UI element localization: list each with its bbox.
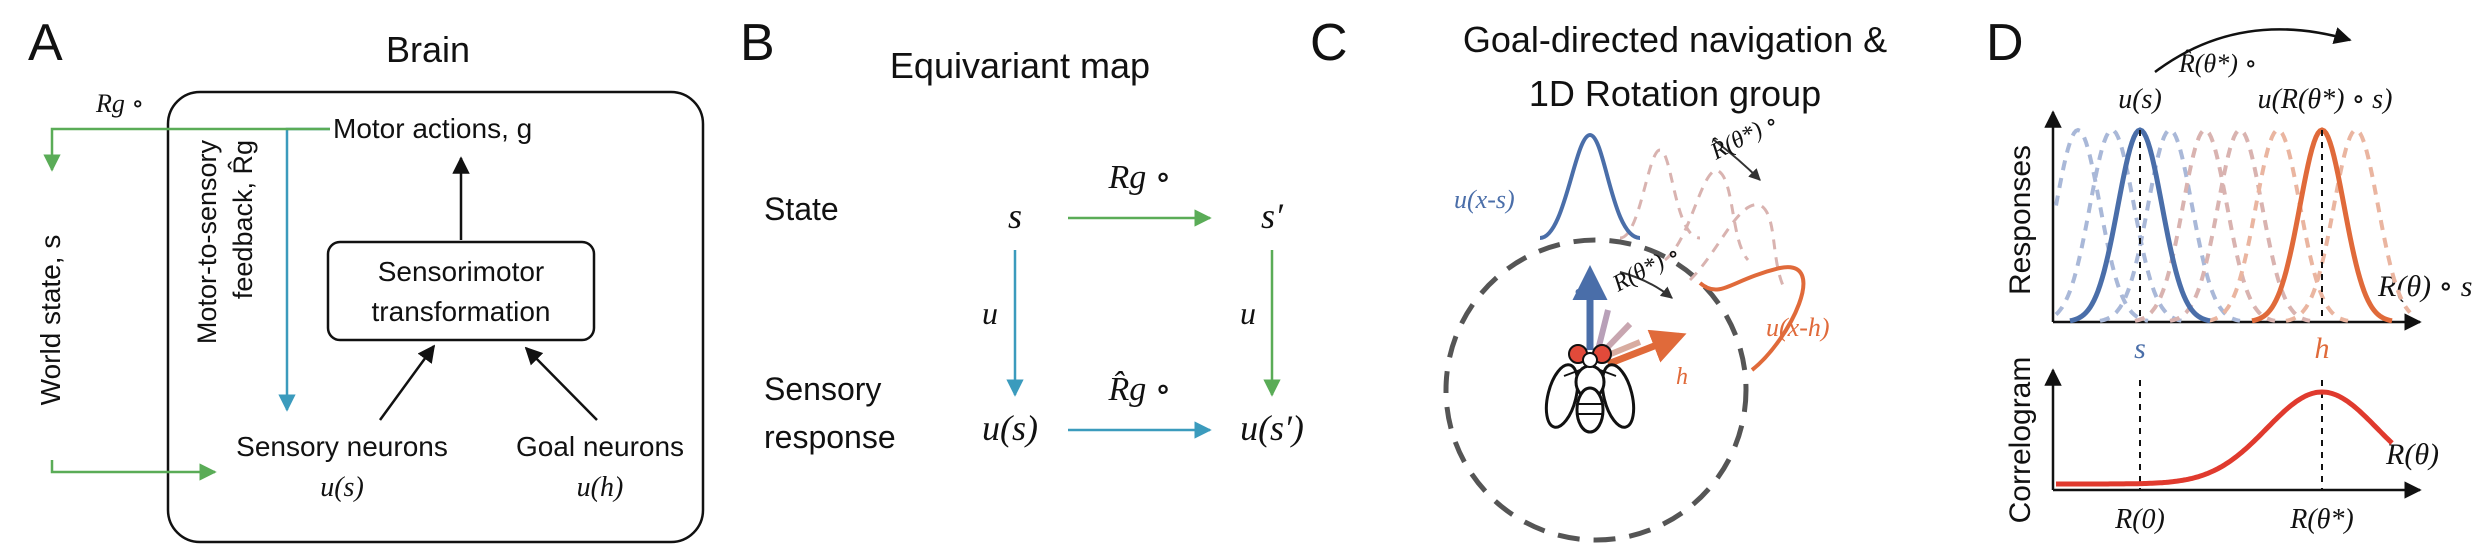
d-x-label-bottom: R(θ) bbox=[2385, 438, 2439, 471]
sensorimotor-box bbox=[326, 240, 596, 342]
orange-tuning-curve bbox=[1698, 265, 1806, 372]
state-label: State bbox=[764, 191, 839, 227]
faded-tuning-curve-3 bbox=[1688, 203, 1787, 291]
world-loop-top-arrow bbox=[43, 127, 330, 172]
panel-a-letter: A bbox=[28, 14, 63, 72]
node-us-prime: u(s′) bbox=[1240, 408, 1304, 448]
d-responses-ylabel: Responses bbox=[2004, 145, 2037, 295]
sensory-neurons-us: u(s) bbox=[320, 472, 364, 503]
node-us: u(s) bbox=[982, 408, 1038, 448]
r-rotation-arrow bbox=[1619, 271, 1673, 299]
r-hat-theta-label: R̂(θ*) ∘ bbox=[1705, 108, 1782, 166]
goal-neurons-uh: u(h) bbox=[577, 472, 624, 503]
panel-c-title-line2: 1D Rotation group bbox=[1529, 73, 1821, 114]
panel-b: B Equivariant map State Sensory response… bbox=[740, 14, 1304, 455]
d-top-rotation-arrow bbox=[2154, 27, 2352, 73]
rg-label: Rg ∘ bbox=[95, 89, 144, 118]
node-s: s bbox=[1008, 196, 1022, 236]
motor-actions-label: Motor actions, g bbox=[333, 113, 532, 144]
sensory-label-line2: response bbox=[764, 419, 896, 455]
panel-c-title-line1: Goal-directed navigation & bbox=[1463, 19, 1887, 60]
d-r0-tick: R(0) bbox=[2114, 504, 2165, 535]
d-s-tick: s bbox=[2134, 332, 2146, 365]
faded-tuning-curve-2 bbox=[1664, 168, 1750, 262]
faded-response-curve-1 bbox=[2054, 127, 2149, 323]
faded-tuning-curve-1 bbox=[1619, 148, 1701, 240]
d-us-label: u(s) bbox=[2118, 84, 2162, 115]
faded-response-curve-2 bbox=[2054, 127, 2183, 323]
response-curves bbox=[2054, 127, 2412, 324]
panel-b-letter: B bbox=[740, 14, 775, 72]
brain-title: Brain bbox=[386, 29, 470, 70]
node-s-prime: s′ bbox=[1261, 196, 1284, 236]
sensory-to-sensorimotor-arrow bbox=[378, 344, 436, 421]
s-label: s bbox=[1574, 280, 1583, 306]
sensorimotor-label-line2: transformation bbox=[372, 296, 551, 327]
b-rg-top: Rg ∘ bbox=[1108, 159, 1172, 196]
faded-heading-1 bbox=[1595, 309, 1611, 351]
b-rg-hat-bottom: R̂g ∘ bbox=[1108, 370, 1172, 408]
u-x-h-label: u(x-h) bbox=[1766, 313, 1830, 342]
panel-d-letter: D bbox=[1986, 14, 2024, 72]
r-hat-rotation-arrow bbox=[1713, 139, 1761, 181]
panel-d: D R̂(θ*) ∘ u(s) u(R(θ*) ∘ s) Responses R… bbox=[1986, 14, 2472, 535]
h-label: h bbox=[1676, 364, 1688, 390]
arena-circle bbox=[1443, 237, 1749, 543]
panel-a: A Brain Motor actions, g Sensorimotor tr… bbox=[28, 14, 705, 544]
goal-neurons-label: Goal neurons bbox=[516, 431, 684, 462]
brain-box bbox=[166, 90, 705, 544]
fly-icon bbox=[1544, 344, 1636, 434]
feedback-label-line1: Motor-to-sensory bbox=[192, 140, 222, 345]
b-u-right: u bbox=[1240, 295, 1256, 331]
sensory-label-line1: Sensory bbox=[764, 371, 881, 407]
blue-tuning-curve bbox=[1539, 132, 1641, 240]
feedback-label-line2: feedback, R̂g bbox=[228, 140, 258, 299]
correlogram-curve bbox=[2056, 389, 2394, 487]
world-state-label: World state, s bbox=[35, 235, 66, 406]
d-r-theta-star-tick: R(θ*) bbox=[2289, 504, 2354, 535]
u-x-s-label: u(x-s) bbox=[1454, 185, 1515, 214]
panel-c-letter: C bbox=[1310, 14, 1348, 72]
goal-to-sensorimotor-arrow bbox=[524, 346, 598, 421]
b-u-left: u bbox=[982, 295, 998, 331]
heading-h-arrow bbox=[1606, 329, 1687, 368]
panel-b-title: Equivariant map bbox=[890, 45, 1150, 86]
sensory-neurons-label: Sensory neurons bbox=[236, 431, 448, 462]
d-u-r-theta-s-label: u(R(θ*) ∘ s) bbox=[2258, 84, 2393, 115]
sensorimotor-label-line1: Sensorimotor bbox=[378, 256, 545, 287]
world-loop-bottom-arrow bbox=[50, 460, 217, 481]
d-top-arrow-label: R̂(θ*) ∘ bbox=[2178, 49, 2257, 78]
faded-response-curve-7 bbox=[2285, 127, 2412, 323]
feedback-arrow bbox=[278, 127, 330, 412]
panel-c: C Goal-directed navigation & 1D Rotation… bbox=[1310, 14, 1887, 543]
d-h-tick: h bbox=[2315, 332, 2330, 365]
d-correlogram-ylabel: Correlogram bbox=[2004, 357, 2037, 524]
